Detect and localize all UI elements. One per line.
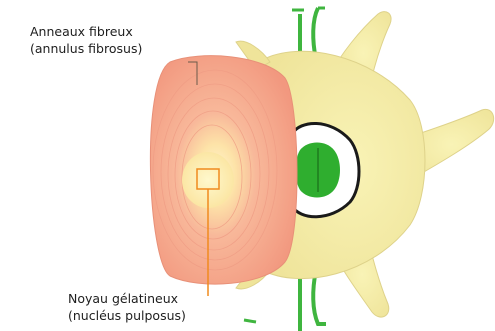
annulus-label-line2: (annulus fibrosus) <box>30 40 142 57</box>
nucleus-label-line1: Noyau gélatineux <box>68 290 186 307</box>
annulus-label: Anneaux fibreux (annulus fibrosus) <box>30 23 142 57</box>
nucleus-label: Noyau gélatineux (nucléus pulposus) <box>68 290 186 324</box>
spinal-canal <box>292 123 359 216</box>
annulus-label-line1: Anneaux fibreux <box>30 23 142 40</box>
intervertebral-disc <box>150 56 297 284</box>
nucleus-label-line2: (nucléus pulposus) <box>68 307 186 324</box>
